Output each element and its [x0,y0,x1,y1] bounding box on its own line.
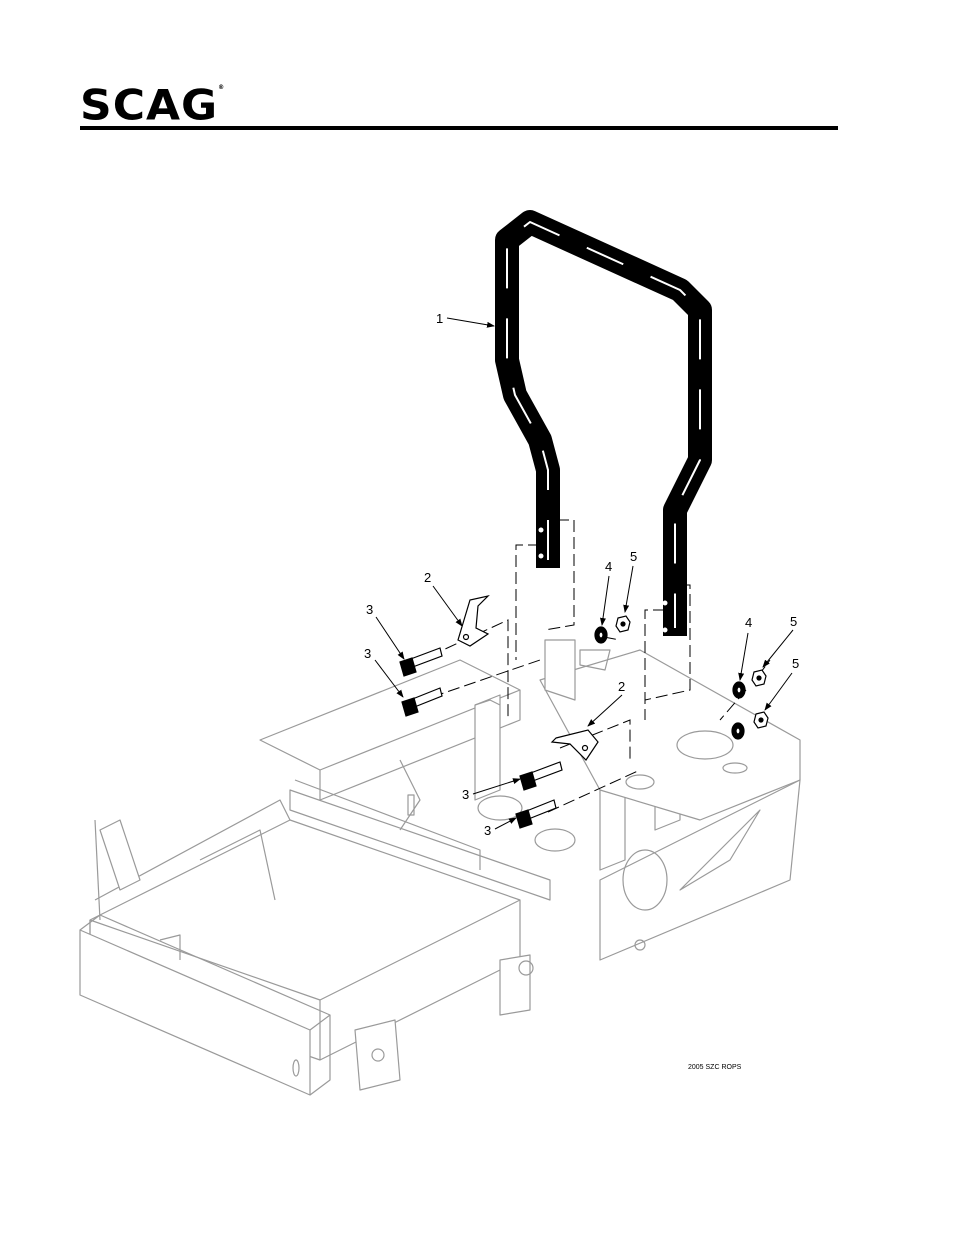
leader-1 [447,318,494,326]
leader-2a [433,586,462,626]
leader-5b [763,630,793,667]
washer-right-lower [732,723,744,739]
nut-left [616,616,630,632]
callout-3-lower-right: 3 [484,824,491,837]
mower-frame [80,640,800,1095]
washer-right-upper [733,682,745,698]
callout-3-upper-right: 3 [462,788,469,801]
washer-left [595,627,607,643]
leader-4b [740,633,748,680]
bolt-upper-right [520,762,562,790]
callout-3-upper-left: 3 [366,603,373,616]
leader-3a [376,617,404,659]
callout-5-right-lower: 5 [792,657,799,670]
nut-right-upper [752,670,766,686]
callout-2-right: 2 [618,680,625,693]
rops-clip-left [458,596,488,646]
callout-5-right-upper: 5 [790,615,797,628]
rops-bar [507,222,700,636]
leader-5a [625,566,633,612]
figure-id: 2005 SZC ROPS [688,1064,741,1071]
leader-5c [765,673,792,710]
callout-3-lower-left: 3 [364,647,371,660]
leader-4a [602,576,609,625]
nut-right-lower [754,712,768,728]
callout-1: 1 [436,312,443,325]
bolt-lower-right [516,800,556,828]
callout-5-left: 5 [630,550,637,563]
callout-4-left: 4 [605,560,612,573]
callout-4-right: 4 [745,616,752,629]
callout-2-left: 2 [424,571,431,584]
